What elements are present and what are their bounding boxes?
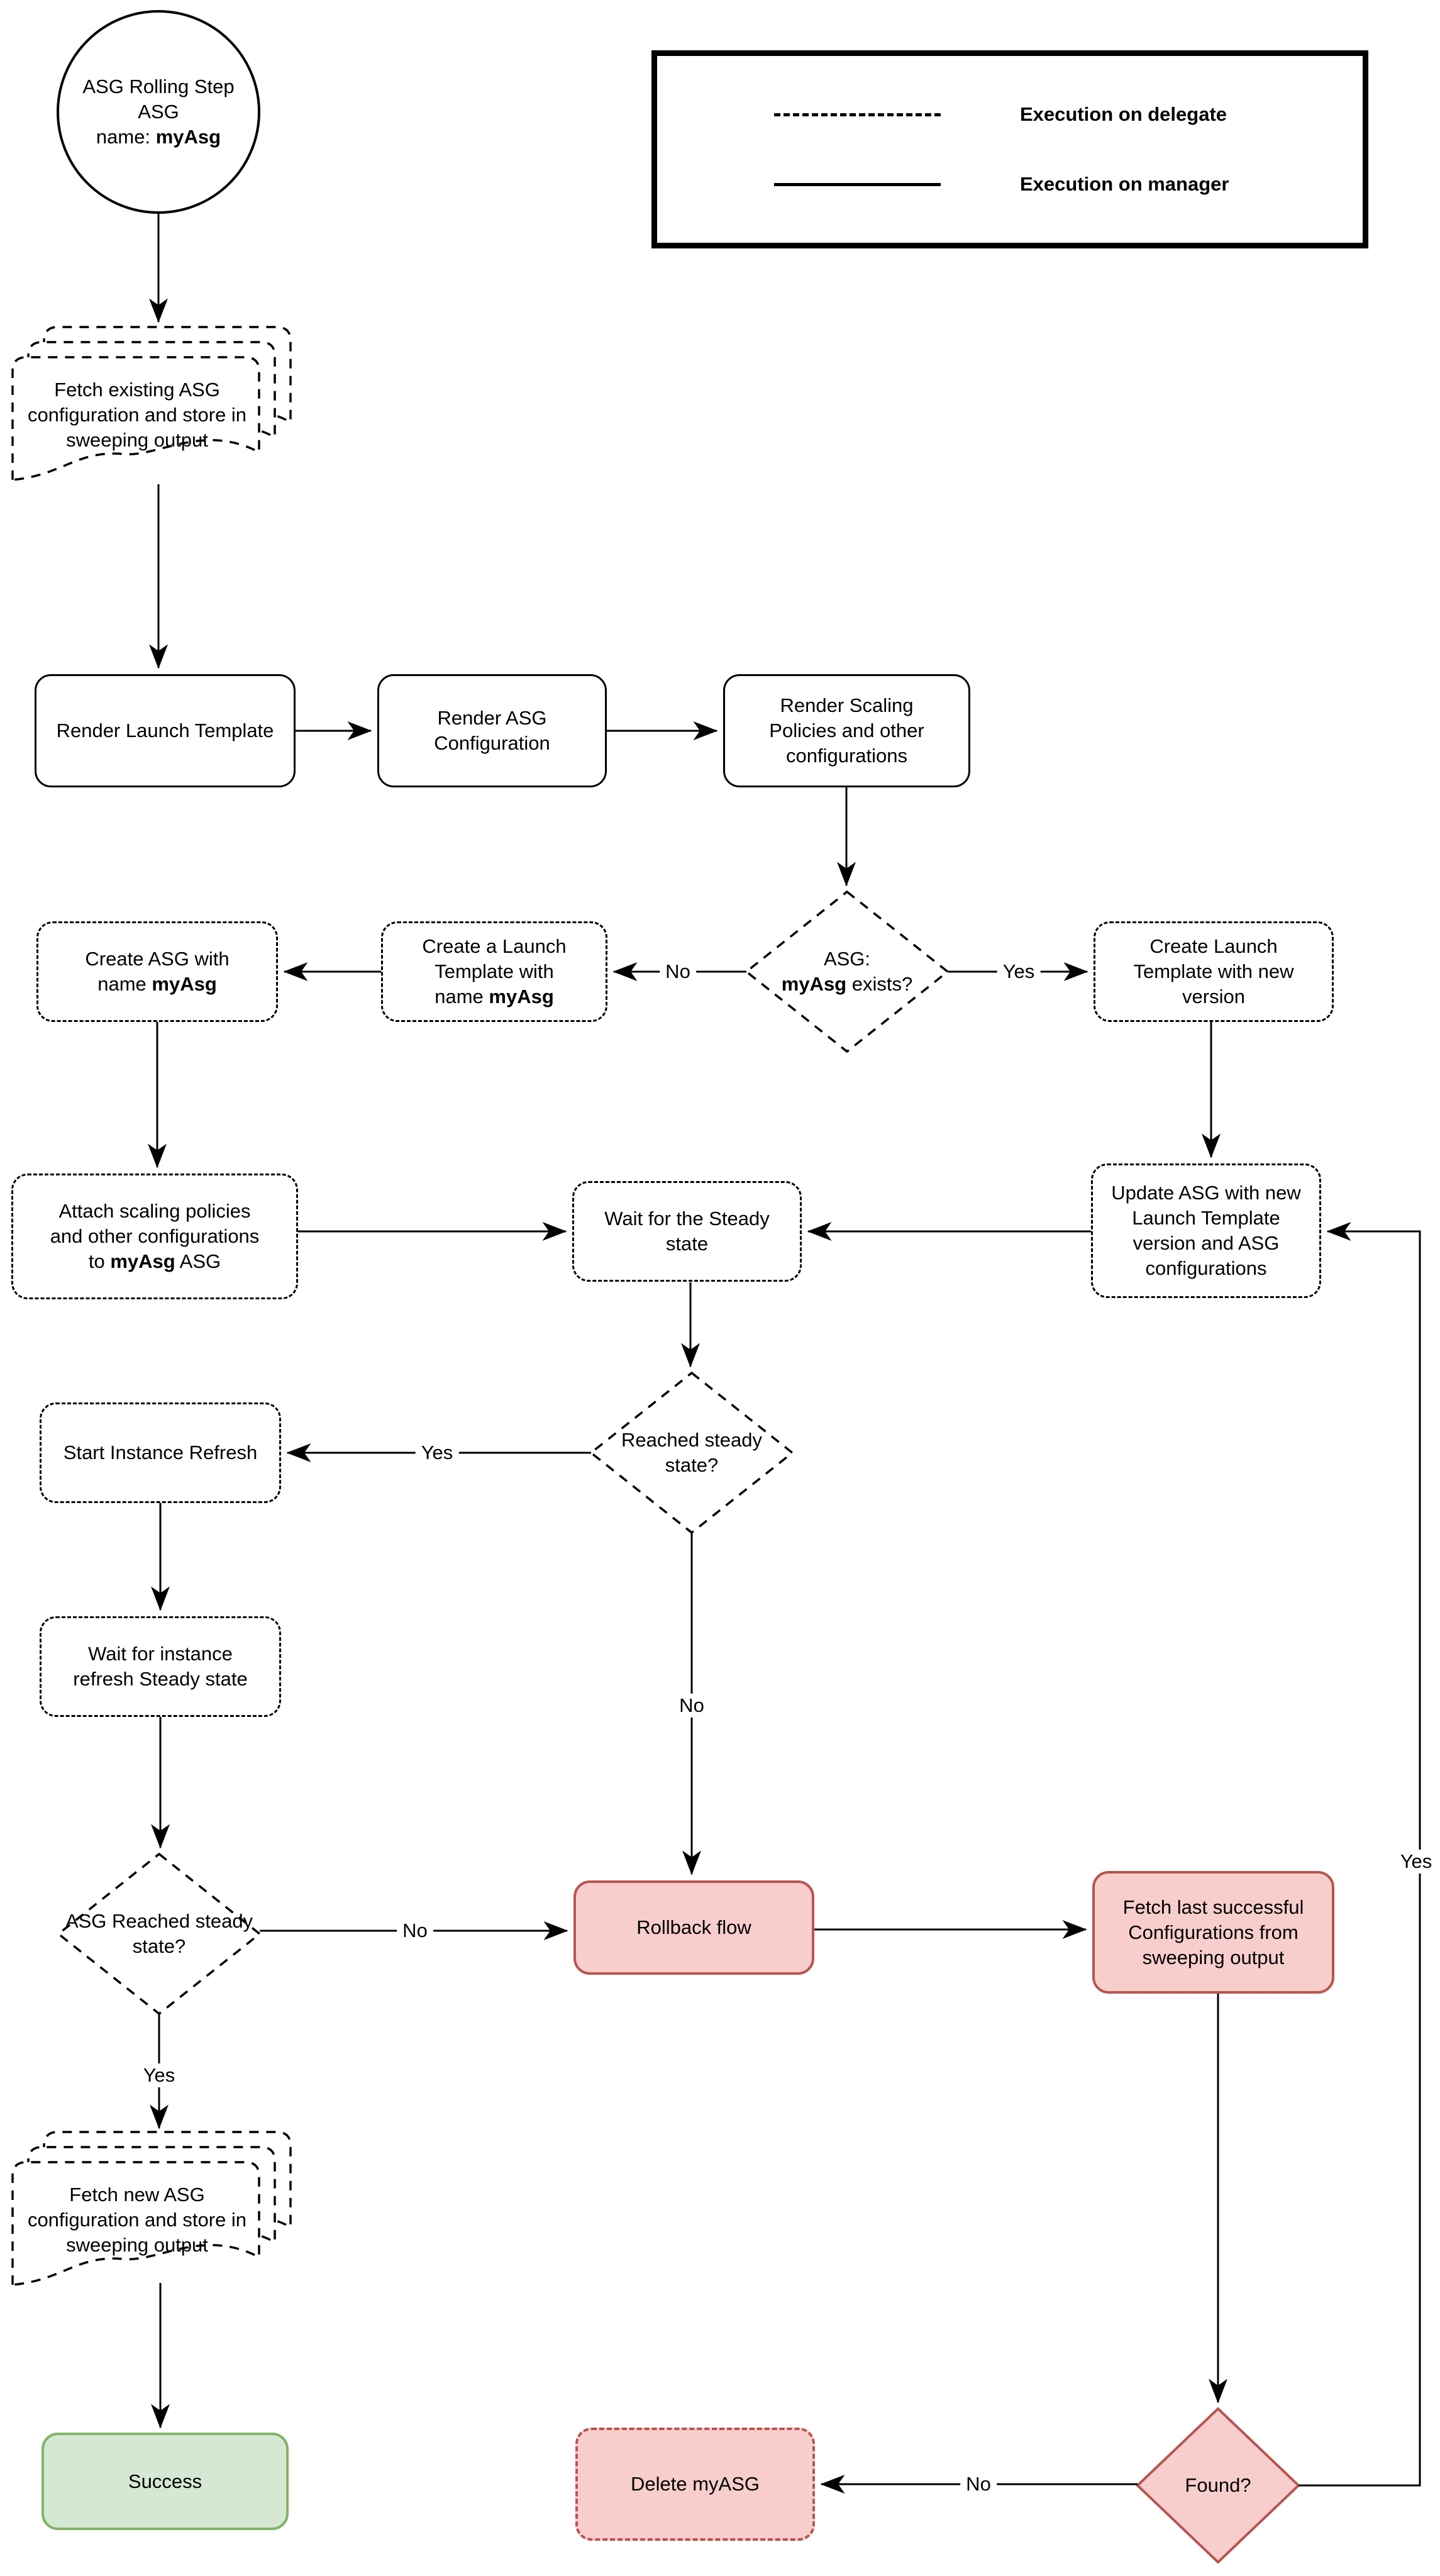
edge-label-found-no: No	[960, 2472, 997, 2496]
node-rollback-flow: Rollback flow	[573, 1880, 814, 1975]
fetch-existing-config-label: Fetch existing ASG configuration and sto…	[27, 379, 247, 451]
legend-row-delegate: Execution on delegate	[774, 103, 1363, 126]
edge-label-asg-reached-yes: Yes	[137, 2063, 181, 2087]
decision-reached-steady-label: Reached steady state?	[621, 1429, 763, 1476]
legend-row-manager: Execution on manager	[774, 173, 1363, 196]
edge-label-reached-no: No	[673, 1694, 710, 1718]
node-attach-scaling-policies: Attach scaling policies and other config…	[11, 1174, 298, 1299]
legend-label-delegate: Execution on delegate	[1020, 103, 1227, 125]
node-create-launch-template-named: Create a Launch Template with name myAsg	[381, 921, 607, 1022]
node-wait-steady-state: Wait for the Steady state	[572, 1181, 802, 1282]
decision-asg-exists	[745, 890, 950, 1053]
node-update-asg: Update ASG with new Launch Template vers…	[1091, 1163, 1321, 1298]
start-circle	[57, 10, 260, 214]
decision-asg-reached-label: ASG Reached steady state?	[65, 1910, 253, 1957]
node-fetch-last-successful: Fetch last successful Configurations fro…	[1092, 1871, 1334, 1994]
decision-found-label: Found?	[1185, 2474, 1251, 2496]
edge-label-found-yes: Yes	[1394, 1850, 1438, 1874]
node-render-asg-configuration: Render ASG Configuration	[377, 674, 607, 787]
node-create-asg: Create ASG with name myAsg	[36, 921, 278, 1022]
legend: Execution on delegate Execution on manag…	[651, 50, 1368, 248]
dashed-line-sample	[774, 113, 941, 116]
edge-label-reached-yes: Yes	[415, 1441, 459, 1465]
edge-label-asg-exists-no: No	[660, 960, 696, 984]
node-render-launch-template: Render Launch Template	[35, 674, 296, 787]
node-start-instance-refresh: Start Instance Refresh	[40, 1402, 281, 1503]
decision-found	[1136, 2407, 1300, 2564]
edge-label-asg-exists-yes: Yes	[997, 960, 1041, 984]
node-delete-myasg: Delete myASG	[575, 2428, 815, 2541]
decision-asg-exists-label: ASG: myAsg exists?	[781, 948, 913, 995]
node-render-scaling-policies: Render Scaling Policies and other config…	[723, 674, 970, 787]
solid-line-sample	[774, 182, 941, 186]
legend-label-manager: Execution on manager	[1020, 173, 1229, 195]
start-circle-label: ASG Rolling Step ASG name: myAsg	[82, 75, 235, 148]
edge-label-asg-reached-no: No	[397, 1919, 433, 1943]
node-success: Success	[42, 2433, 289, 2530]
node-wait-instance-refresh: Wait for instance refresh Steady state	[40, 1616, 281, 1717]
fetch-new-config-label: Fetch new ASG configuration and store in…	[27, 2184, 247, 2256]
node-create-launch-template-new-version: Create Launch Template with new version	[1094, 921, 1334, 1022]
multi-document-shape	[11, 326, 292, 481]
